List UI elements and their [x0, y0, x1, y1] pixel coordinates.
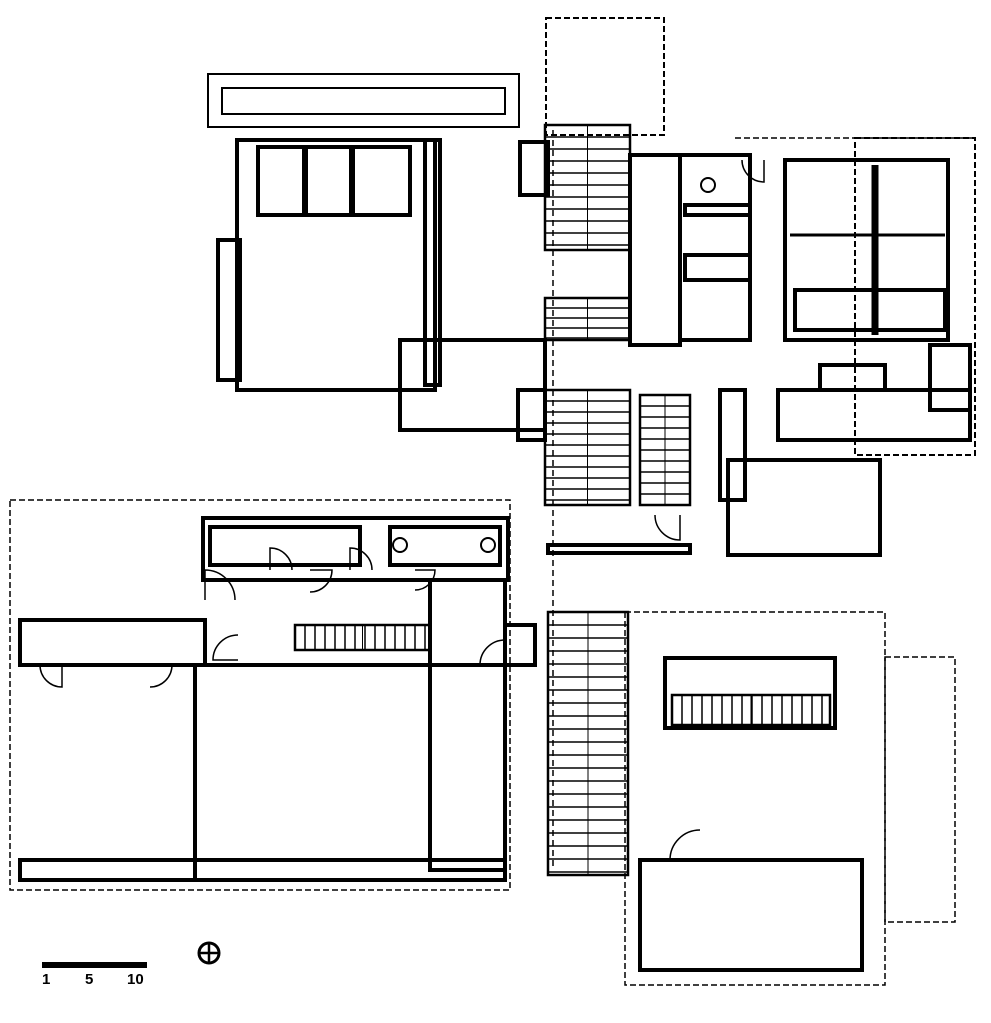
door-closet-3: [349, 547, 373, 571]
living-room-wall: [193, 663, 507, 882]
lower-right-room-wall: [638, 858, 864, 972]
walls: [18, 138, 972, 972]
storage-block-wall: [201, 516, 510, 582]
dining-wall: [776, 388, 972, 442]
toilet-icon: [700, 177, 716, 193]
bath-divider-wall: [683, 203, 752, 217]
sideboard-wall: [818, 363, 887, 392]
closet-wall: [208, 525, 362, 567]
niche-wall: [503, 623, 537, 667]
bath-lower-wall: [388, 525, 502, 567]
study-wall: [726, 458, 882, 557]
north-arrow-icon: [197, 941, 221, 965]
stairs: [293, 123, 832, 877]
stair-landing-wall: [516, 388, 547, 442]
kitchen-wall: [783, 158, 950, 342]
canopy-outline: [207, 73, 520, 128]
dashed-outlines: [9, 17, 976, 986]
door-study: [654, 514, 681, 541]
toilet-icon: [392, 537, 408, 553]
central-corridor-wall: [628, 153, 682, 347]
study-wall-wall: [718, 388, 747, 502]
scale-label-10: 10: [127, 971, 144, 988]
lower-stair-room-wall: [663, 656, 837, 730]
door-living: [212, 634, 239, 661]
scale-bar: 1 5 10: [42, 962, 147, 988]
upper-left-room-wall: [235, 138, 437, 392]
door-closet-1: [269, 547, 293, 571]
partition-wall-wall: [423, 138, 442, 387]
left-bay-wall: [216, 238, 242, 382]
scale-label-1: 1: [42, 971, 50, 988]
side-deck-outline: [884, 656, 956, 923]
side-wall-wall: [428, 578, 507, 872]
canopy-inner-outline: [221, 87, 506, 115]
door-bath: [414, 569, 436, 591]
kitchen-counter-wall: [793, 288, 947, 332]
door-kitchen: [741, 159, 765, 183]
door-porch-1: [39, 664, 63, 688]
chimney-wall: [518, 140, 550, 197]
bathrooms-wall: [678, 153, 752, 342]
fixtures: [392, 177, 716, 553]
tower-outline: [545, 17, 665, 136]
bath-divider-2-wall: [683, 253, 752, 282]
upper-window-wall-wall: [256, 145, 412, 217]
door-side: [479, 639, 506, 666]
door-closet-2: [309, 569, 333, 593]
porch-wall: [18, 618, 207, 667]
ledge-wall: [546, 543, 692, 555]
entry-hall-wall: [398, 338, 547, 432]
door-swings: [39, 159, 765, 861]
lower-right-outline: [624, 611, 886, 986]
scale-bar-line: [42, 962, 147, 968]
door-hall: [204, 569, 236, 601]
lower-terrace-outline: [9, 499, 511, 891]
scale-label-5: 5: [85, 971, 93, 988]
bay-window-wall: [928, 343, 972, 412]
toilet-icon: [480, 537, 496, 553]
door-lower-right: [669, 829, 701, 861]
door-porch-2: [149, 664, 173, 688]
